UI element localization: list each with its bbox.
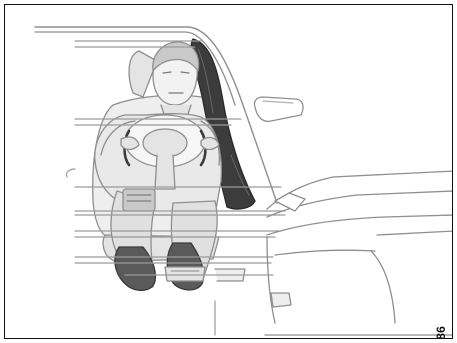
figure-code: IB986 — [434, 326, 448, 339]
other-vehicle — [265, 171, 453, 335]
airbag-illustration — [5, 5, 453, 339]
figure-frame: IB986 — [4, 4, 453, 339]
